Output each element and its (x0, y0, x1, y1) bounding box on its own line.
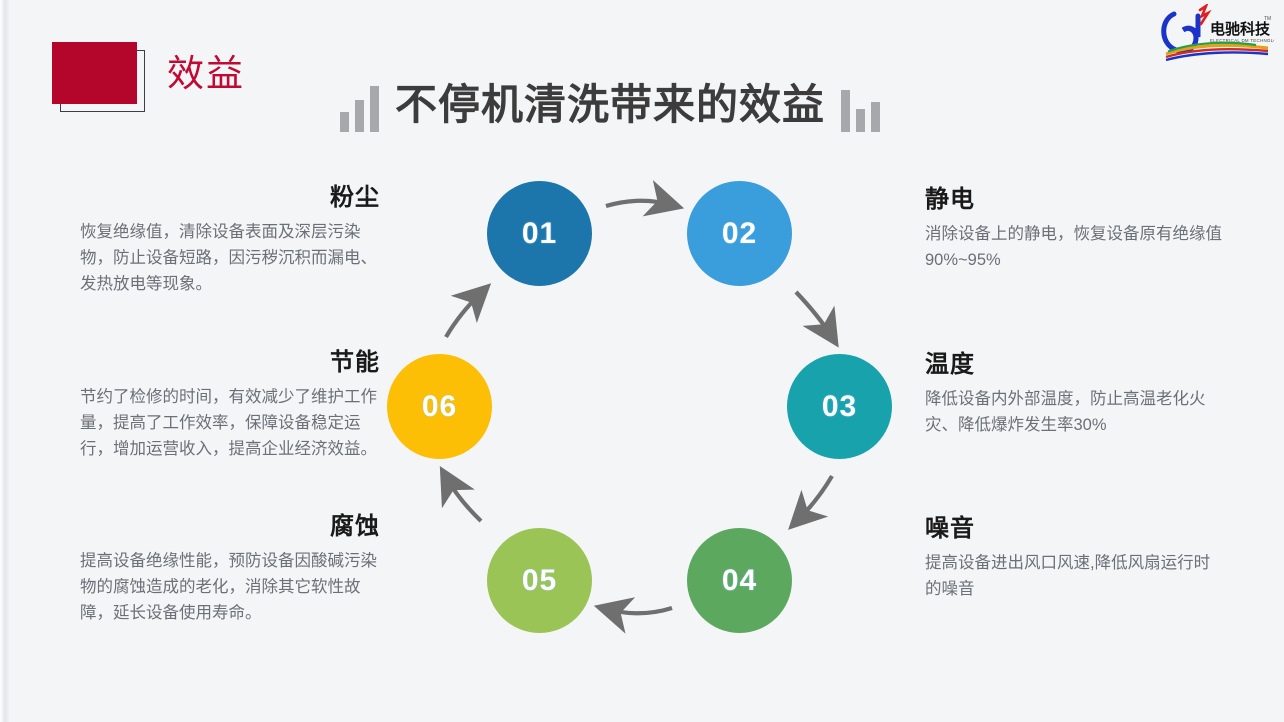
cycle-node-01[interactable]: 01 (487, 181, 592, 286)
benefit-body-corrosion: 提高设备绝缘性能，预防设备因酸碱污染物的腐蚀造成的老化，消除其它软性故障，延长设… (80, 552, 377, 622)
benefit-body-temperature: 降低设备内外部温度，防止高温老化火灾、降低爆炸发生率30% (925, 390, 1206, 434)
cycle-node-04[interactable]: 04 (687, 528, 792, 633)
benefit-heading-noise: 噪音 (925, 515, 975, 542)
svg-text:电驰科技: 电驰科技 (1210, 20, 1271, 38)
svg-text:TM: TM (1264, 16, 1271, 22)
cycle-node-03[interactable]: 03 (787, 354, 892, 459)
benefit-body-static: 消除设备上的静电，恢复设备原有绝缘值90%~95% (925, 225, 1222, 269)
benefit-block-temperature: 温度 降低设备内外部温度，防止高温老化火灾、降低爆炸发生率30% (925, 350, 1225, 438)
cycle-node-06[interactable]: 06 (387, 354, 492, 459)
red-square-decoration (52, 42, 137, 104)
benefit-body-noise: 提高设备进出风口风速,降低风扇运行时的噪音 (925, 554, 1211, 598)
cycle-node-05[interactable]: 05 (487, 528, 592, 633)
benefit-block-energy: 节能 节约了检修的时间，有效减少了维护工作量，提高了工作效率，保障设备稳定运行，… (80, 348, 380, 462)
benefit-block-dust: 粉尘 恢复绝缘值，清除设备表面及深层污染物，防止设备短路，因污秽沉积而漏电、发热… (80, 183, 380, 297)
benefit-block-static: 静电 消除设备上的静电，恢复设备原有绝缘值90%~95% (925, 185, 1225, 273)
bar-chart-icon-right (841, 86, 881, 132)
benefit-heading-energy: 节能 (330, 349, 380, 376)
cycle-node-02[interactable]: 02 (687, 181, 792, 286)
page-title: 不停机清洗带来的效益 (395, 81, 826, 128)
benefit-heading-static: 静电 (925, 186, 975, 213)
benefit-body-dust: 恢复绝缘值，清除设备表面及深层污染物，防止设备短路，因污秽沉积而漏电、发热放电等… (80, 223, 377, 293)
benefit-block-corrosion: 腐蚀 提高设备绝缘性能，预防设备因酸碱污染物的腐蚀造成的老化，消除其它软性故障，… (80, 512, 380, 626)
logo-graphic: 电驰科技 ELECTRICAL DM TECHNOLOGY TM (1161, 2, 1284, 62)
benefit-block-noise: 噪音 提高设备进出风口风速,降低风扇运行时的噪音 (925, 514, 1225, 602)
benefit-heading-temperature: 温度 (925, 351, 975, 378)
section-label: 效益 (167, 53, 245, 94)
left-edge-strip (0, 0, 9, 722)
benefit-heading-corrosion: 腐蚀 (330, 513, 380, 540)
benefit-body-energy: 节约了检修的时间，有效减少了维护工作量，提高了工作效率，保障设备稳定运行，增加运… (80, 388, 377, 458)
bar-chart-icon-left (340, 86, 379, 132)
company-logo: 电驰科技 ELECTRICAL DM TECHNOLOGY TM (1156, 2, 1284, 62)
benefit-heading-dust: 粉尘 (330, 184, 380, 211)
svg-text:ELECTRICAL DM TECHNOLOGY: ELECTRICAL DM TECHNOLOGY (1210, 38, 1274, 43)
slide-title-group: 不停机清洗带来的效益 (340, 70, 881, 132)
